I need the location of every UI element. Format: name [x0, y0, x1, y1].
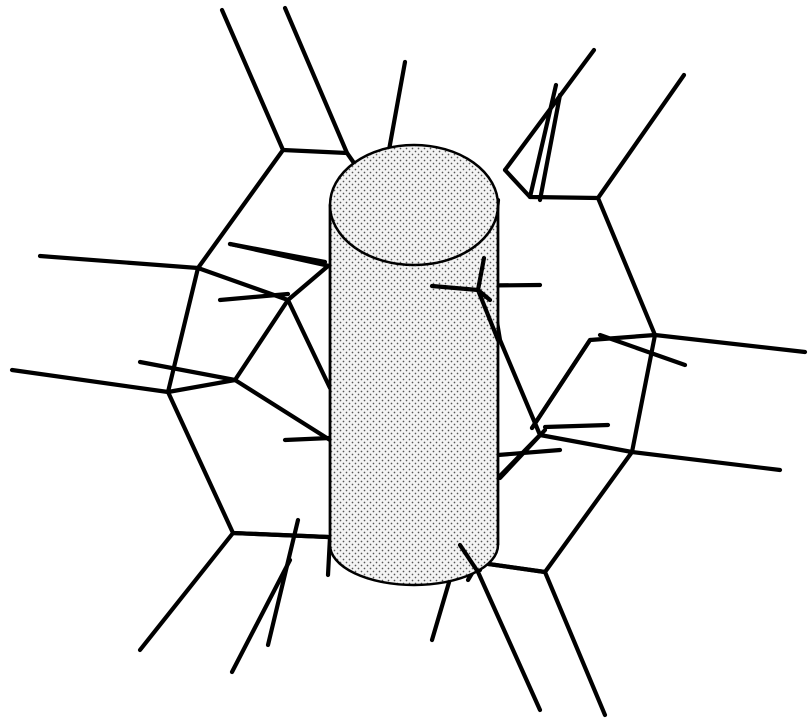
channel-cylinder — [330, 145, 498, 585]
